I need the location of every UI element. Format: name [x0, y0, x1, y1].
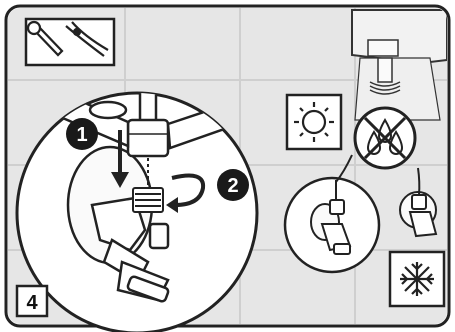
frost-location-box [388, 250, 446, 308]
rotate-arrow [171, 173, 206, 207]
snowflake-icon [400, 262, 434, 296]
no-water-warning [353, 106, 417, 170]
detail-magnifier [15, 91, 259, 332]
sink-basin [351, 9, 447, 121]
sun-icon [294, 102, 334, 142]
valve-detail-warm [283, 154, 381, 274]
warm-location-box [285, 93, 343, 151]
valve-outlet-thread [132, 187, 164, 213]
tools-icon-box [24, 17, 116, 67]
step-number-box: 4 [15, 284, 49, 318]
hose-nut [126, 118, 170, 158]
wrench-icon [26, 20, 64, 57]
valve-detail-cold [399, 167, 438, 238]
pliers-icon [65, 21, 109, 57]
angle-valve [90, 196, 170, 303]
callout-2: 2 [217, 169, 249, 201]
push-down-arrow [111, 130, 129, 188]
callout-1: 1 [66, 118, 98, 150]
svg-text:1: 1 [76, 124, 87, 146]
svg-text:2: 2 [227, 175, 238, 197]
step-number: 4 [26, 292, 38, 314]
